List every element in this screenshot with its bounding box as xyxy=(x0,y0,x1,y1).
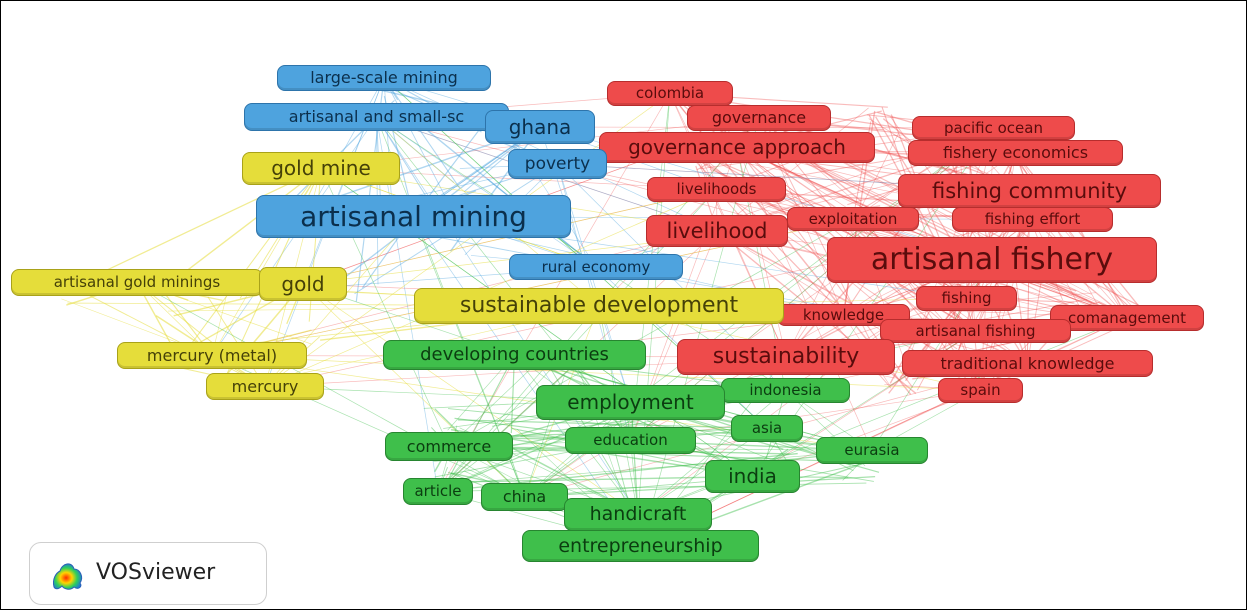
link-line xyxy=(458,475,753,483)
node-poverty[interactable]: poverty xyxy=(508,149,607,179)
node-handicraft[interactable]: handicraft xyxy=(564,498,712,531)
node-mercury-metal[interactable]: mercury (metal) xyxy=(117,342,307,369)
node-mercury[interactable]: mercury xyxy=(206,373,324,400)
link-line xyxy=(598,189,717,307)
node-employment[interactable]: employment xyxy=(536,385,725,420)
link-line xyxy=(445,354,516,485)
vosviewer-label: VOSviewer xyxy=(96,560,216,585)
node-artisanal-gold-minings[interactable]: artisanal gold minings xyxy=(11,269,263,296)
node-knowledge[interactable]: knowledge xyxy=(777,304,910,326)
link-line xyxy=(396,105,597,268)
link-line xyxy=(460,450,873,484)
node-education[interactable]: education xyxy=(565,427,696,454)
node-artisanal-mining[interactable]: artisanal mining xyxy=(256,195,571,238)
node-livelihoods[interactable]: livelihoods xyxy=(647,177,786,202)
node-commerce[interactable]: commerce xyxy=(385,432,513,461)
node-eurasia[interactable]: eurasia xyxy=(816,437,928,464)
vosviewer-logo-icon xyxy=(53,563,83,590)
link-line xyxy=(637,390,786,515)
node-fishery-economics[interactable]: fishery economics xyxy=(908,140,1123,166)
link-line xyxy=(136,282,525,498)
node-traditional-knowledge[interactable]: traditional knowledge xyxy=(902,350,1153,377)
node-gold[interactable]: gold xyxy=(259,267,347,301)
link-line xyxy=(376,116,597,268)
node-india[interactable]: india xyxy=(705,460,800,493)
link-line xyxy=(207,296,266,387)
node-fishing-community[interactable]: fishing community xyxy=(898,174,1161,208)
node-exploitation[interactable]: exploitation xyxy=(787,207,919,231)
link-line xyxy=(785,210,1033,358)
link-line xyxy=(716,107,869,232)
link-line xyxy=(383,77,393,213)
node-artisanal-fishing[interactable]: artisanal fishing xyxy=(880,319,1071,343)
link-line xyxy=(437,358,582,493)
link-line xyxy=(302,283,639,515)
link-line xyxy=(448,445,868,464)
node-large-scale-mining[interactable]: large-scale mining xyxy=(277,65,491,91)
node-ghana[interactable]: ghana xyxy=(485,110,595,144)
link-line xyxy=(311,77,385,209)
link-line xyxy=(544,364,753,477)
node-sustainability[interactable]: sustainability xyxy=(677,339,895,375)
node-gold-mine[interactable]: gold mine xyxy=(242,152,400,185)
node-fishing[interactable]: fishing xyxy=(916,286,1017,311)
node-artisanal-fishery[interactable]: artisanal fishery xyxy=(827,237,1157,283)
node-pacific-ocean[interactable]: pacific ocean xyxy=(912,116,1075,140)
link-line xyxy=(383,77,461,189)
link-line xyxy=(457,419,768,430)
node-comanagement[interactable]: comanagement xyxy=(1050,305,1204,331)
link-line xyxy=(66,283,266,387)
link-line xyxy=(211,355,981,391)
node-governance-approach[interactable]: governance approach xyxy=(599,132,875,163)
node-china[interactable]: china xyxy=(481,483,568,511)
node-livelihood[interactable]: livelihood xyxy=(646,215,788,247)
node-developing-countries[interactable]: developing countries xyxy=(383,340,646,370)
node-colombia[interactable]: colombia xyxy=(607,81,733,106)
link-line xyxy=(448,218,854,447)
link-line xyxy=(302,283,525,498)
node-fishing-effort[interactable]: fishing effort xyxy=(952,207,1113,232)
node-asia[interactable]: asia xyxy=(731,415,803,442)
node-indonesia[interactable]: indonesia xyxy=(721,378,850,403)
link-line xyxy=(413,216,641,547)
link-line xyxy=(524,476,876,498)
node-artisanal-and-small-scale[interactable]: artisanal and small-sc xyxy=(244,103,509,131)
node-rural-economy[interactable]: rural economy xyxy=(509,254,683,280)
vosviewer-badge: VOSviewer xyxy=(29,542,267,605)
node-sustainable-development[interactable]: sustainable development xyxy=(414,288,784,324)
node-governance[interactable]: governance xyxy=(687,105,831,131)
node-article[interactable]: article xyxy=(403,478,473,505)
node-spain[interactable]: spain xyxy=(938,378,1023,403)
node-entrepreneurship[interactable]: entrepreneurship xyxy=(522,530,759,562)
